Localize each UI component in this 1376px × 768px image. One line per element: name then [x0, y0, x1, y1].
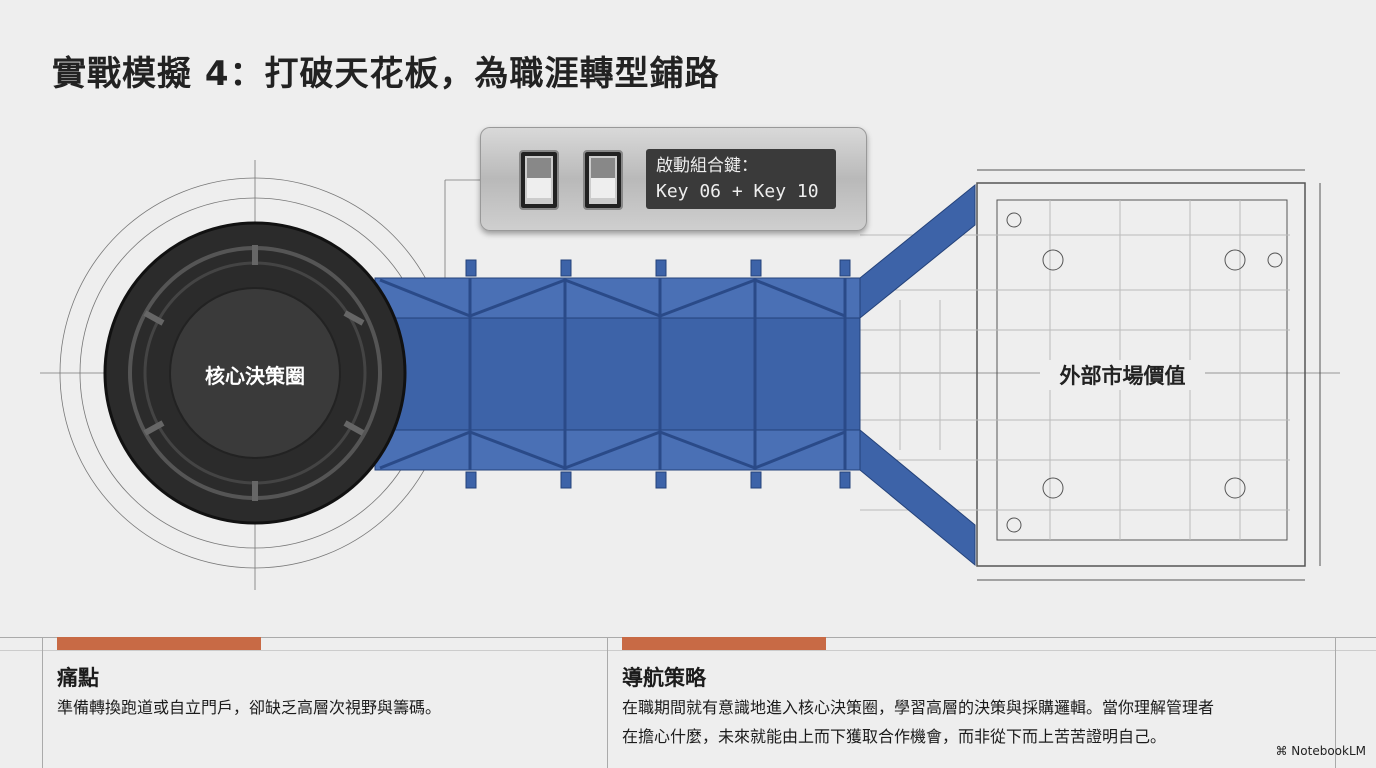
strategy-line-1: 在職期間就有意識地進入核心決策圈，學習高層的決策與採購邏輯。當你理解管理者 [622, 698, 1215, 717]
divider [0, 650, 1376, 651]
accent-bar [622, 637, 826, 650]
left-node-label: 核心決策圈 [205, 364, 305, 388]
column-rule [607, 637, 608, 768]
bridge-structure [374, 183, 976, 567]
lcd-label: 啟動組合鍵： [656, 156, 758, 176]
bridge-diagram [40, 160, 1340, 590]
brand-name: NotebookLM [1291, 744, 1366, 758]
strategy-line-2: 在擔心什麼，未來就能由上而下獲取合作機會，而非從下而上苦苦證明自己。 [622, 727, 1167, 746]
dial-icon [103, 221, 407, 525]
notebook-icon: ⌘ [1275, 744, 1292, 758]
accent-bar [57, 637, 261, 650]
lcd-display: 啟動組合鍵： Key 06 + Key 10 [646, 149, 836, 209]
toggle-switch-2[interactable] [583, 150, 623, 210]
strategy-heading: 導航策略 [622, 666, 706, 690]
right-node-label: 外部市場價值 [1040, 360, 1205, 390]
page-title: 實戰模擬 4：打破天花板，為職涯轉型鋪路 [52, 54, 720, 94]
strategy-text: 在職期間就有意識地進入核心決策圈，學習高層的決策與採購邏輯。當你理解管理者 在擔… [622, 693, 1214, 751]
column-rule [42, 637, 43, 768]
toggle-switch-1[interactable] [519, 150, 559, 210]
brand-logo: ⌘ NotebookLM [1275, 744, 1366, 758]
column-rule [1335, 637, 1336, 768]
lcd-keys: Key 06 + Key 10 [656, 181, 819, 202]
pain-point-text: 準備轉換跑道或自立門戶，卻缺乏高層次視野與籌碼。 [57, 698, 442, 717]
key-combo-panel: 啟動組合鍵： Key 06 + Key 10 [480, 127, 867, 231]
pain-point-heading: 痛點 [57, 666, 99, 690]
